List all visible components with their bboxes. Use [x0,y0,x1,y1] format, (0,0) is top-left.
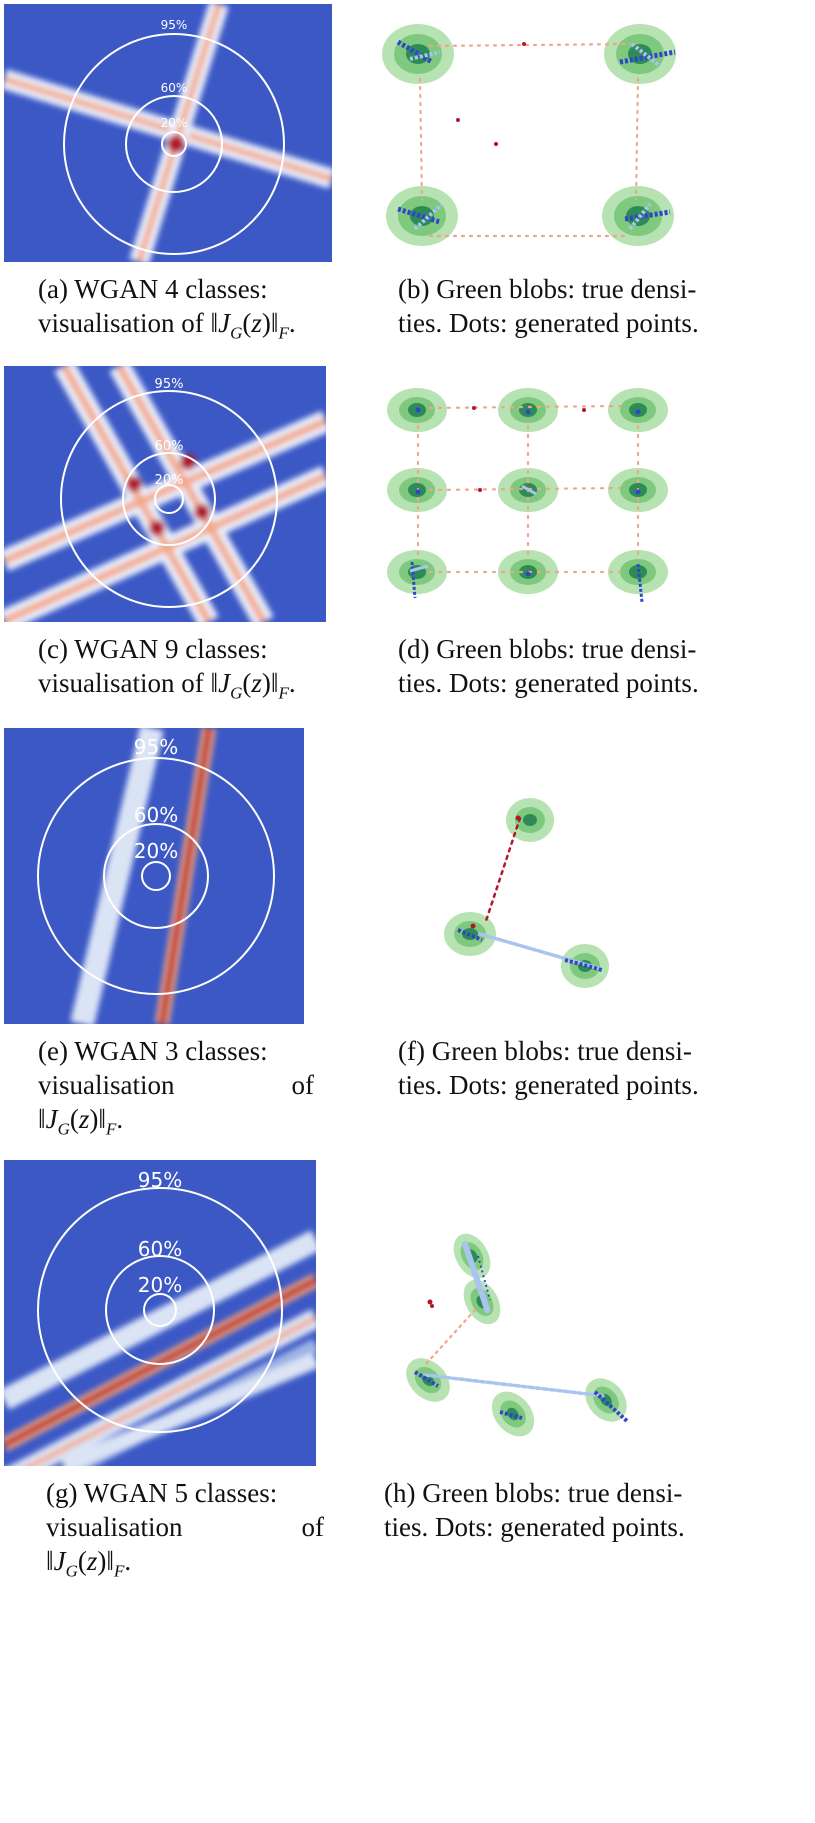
caption-e-line-1: (e) WGAN 3 classes: [38,1036,268,1066]
caption-f-line-2: ties. Dots: generated points. [398,1070,699,1100]
blobs-h [406,1233,627,1437]
caption-a: (a) WGAN 4 classes: visualisation of ‖JG… [38,272,296,350]
panel-g-jacobian-heatmap: 95% 60% 20% [4,1160,316,1466]
caption-b-line-1: (b) Green blobs: true densi- [398,274,697,304]
percentile-rings-c [60,390,278,608]
scatter-b-svg [382,24,676,246]
caption-e: (e) WGAN 3 classes: visualisation of ‖JG(… [38,1034,314,1146]
scatter-d-svg [387,388,668,603]
ring-label-60-g: 60% [138,1237,182,1261]
caption-c-line-1: (c) WGAN 9 classes: [38,634,268,664]
jacobian-norm-math-e: ‖JG(z)‖F. [38,1104,124,1139]
ring-label-20-c: 20% [155,473,184,488]
dots-h [413,1241,630,1424]
caption-c: (c) WGAN 9 classes: visualisation of ‖JG… [38,632,296,710]
caption-f-line-1: (f) Green blobs: true densi- [398,1036,692,1066]
caption-g-line-2: visualisation of [46,1510,324,1544]
caption-g-word-1: visualisation [46,1512,183,1542]
caption-c-text: visualisation of [38,668,204,698]
caption-g-word-2: of [301,1512,325,1542]
ring-label-20-a: 20% [161,116,188,130]
ring-label-20-g: 20% [138,1273,182,1297]
caption-d-line-1: (d) Green blobs: true densi- [398,634,697,664]
panel-f-generated-scatter [370,728,700,1024]
caption-e-word-2: of [291,1070,315,1100]
ring-label-60-c: 60% [155,439,184,454]
blobs-f [444,798,609,988]
caption-a-line-2: visualisation of ‖JG(z)‖F. [38,306,296,350]
percentile-rings-a [63,33,285,255]
dots-f [457,815,603,972]
panel-e-jacobian-heatmap: 95% 60% 20% [4,728,304,1024]
ring-label-20-e: 20% [134,839,178,863]
dots-d [409,404,644,603]
jacobian-norm-math-c: ‖JG(z)‖F. [210,668,296,703]
jacobian-norm-math-g: ‖JG(z)‖F. [46,1546,132,1581]
ring-label-60-a: 60% [161,81,188,95]
caption-a-text: visualisation of [38,308,204,338]
caption-e-word-1: visualisation [38,1070,175,1100]
caption-e-line-3: ‖JG(z)‖F. [38,1102,314,1146]
caption-d-line-2: ties. Dots: generated points. [398,668,699,698]
ring-label-95-a: 95% [161,18,188,32]
dots-b [396,39,676,238]
panel-b-generated-scatter [370,4,700,262]
percentile-rings-e [37,757,275,995]
caption-h-line-1: (h) Green blobs: true densi- [384,1478,683,1508]
panel-a-jacobian-heatmap: 95% 60% 20% [4,4,332,262]
caption-d: (d) Green blobs: true densi- ties. Dots:… [398,632,699,700]
ring-label-95-c: 95% [155,377,184,392]
scatter-f-svg [444,798,609,988]
heatmap-c-svg: 95% 60% 20% [4,366,326,622]
panel-h-generated-scatter [370,1160,700,1466]
caption-g: (g) WGAN 5 classes: visualisation of ‖JG(… [46,1476,324,1588]
panel-c-jacobian-heatmap: 95% 60% 20% [4,366,326,622]
caption-e-line-2: visualisation of [38,1068,314,1102]
heatmap-g-svg: 95% 60% 20% [4,1168,316,1466]
caption-h: (h) Green blobs: true densi- ties. Dots:… [384,1476,685,1544]
blobs-b [382,24,676,246]
caption-g-line-1: (g) WGAN 5 classes: [46,1478,278,1508]
caption-c-line-2: visualisation of ‖JG(z)‖F. [38,666,296,710]
scatter-h-svg [406,1233,630,1437]
heatmap-e-svg: 95% 60% 20% [37,728,275,1024]
ring-label-95-e: 95% [134,735,178,759]
ring-label-95-g: 95% [138,1168,182,1192]
caption-f: (f) Green blobs: true densi- ties. Dots:… [398,1034,699,1102]
caption-b: (b) Green blobs: true densi- ties. Dots:… [398,272,699,340]
ring-label-60-e: 60% [134,803,178,827]
jacobian-norm-math-a: ‖JG(z)‖F. [210,308,296,343]
caption-h-line-2: ties. Dots: generated points. [384,1512,685,1542]
percentile-rings-g [37,1187,283,1433]
caption-b-line-2: ties. Dots: generated points. [398,308,699,338]
heatmap-a-svg: 95% 60% 20% [4,4,332,262]
caption-g-line-3: ‖JG(z)‖F. [46,1544,324,1588]
panel-d-generated-scatter [370,366,700,622]
caption-a-line-1: (a) WGAN 4 classes: [38,274,268,304]
ridges-e [70,728,216,1024]
